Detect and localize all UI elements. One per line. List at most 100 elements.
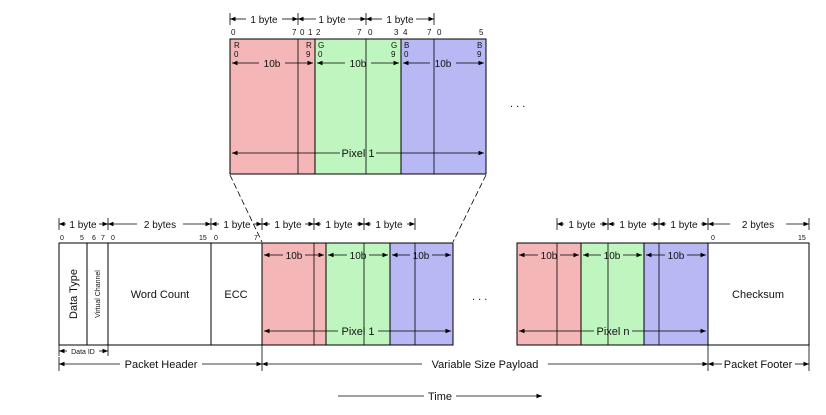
footer-byte-dimension: 2 bytes: [708, 218, 810, 231]
zoom-ellipsis: . . .: [510, 98, 525, 110]
ecc-label: ECC: [224, 289, 247, 301]
width-label: 10b: [350, 59, 367, 70]
component-label: 9: [477, 50, 482, 59]
width-label: 10b: [286, 251, 303, 262]
payload-red-block: [516, 242, 582, 346]
ecc-field: [210, 242, 263, 346]
header-byte-dimensions: 1 byte 2 bytes 1 byte: [58, 218, 263, 231]
bit-number: 0: [111, 235, 115, 242]
pixel-last-label: Pixel n: [596, 326, 629, 338]
bit-number: 0: [231, 28, 236, 37]
data-type-field: [58, 242, 88, 346]
bit-number: 6: [92, 235, 96, 242]
component-label: 0: [234, 50, 239, 59]
data-id-label: Data ID: [71, 349, 95, 356]
bit-number: 0: [711, 235, 715, 242]
component-label: G: [391, 41, 397, 50]
data-type-label: Data Type: [68, 269, 80, 319]
zoom-width-dimensions: 10b 10b 10b: [232, 59, 484, 70]
component-label: 0: [318, 50, 323, 59]
component-label: 0: [404, 50, 409, 59]
payload-left-byte-dimensions: 1 byte 1 byte 1 byte: [262, 218, 416, 231]
footer-byte-label: 2 bytes: [742, 220, 774, 231]
blue-component-block: [400, 38, 487, 175]
payload-right-width-dimensions: 10b 10b 10b: [519, 251, 706, 262]
bit-number: 15: [199, 235, 207, 242]
component-label: R: [306, 41, 312, 50]
payload-byte-label: 1 byte: [274, 220, 302, 231]
zoom-byte-label-3: 1 byte: [386, 15, 414, 26]
virtual-channel-label: Virtual Channel: [95, 270, 102, 318]
payload-byte-label: 1 byte: [670, 220, 698, 231]
bit-number: 0: [368, 28, 373, 37]
width-label: 10b: [604, 251, 621, 262]
bit-number: 4: [403, 28, 408, 37]
payload-byte-label: 1 byte: [375, 220, 403, 231]
width-label: 10b: [350, 251, 367, 262]
width-label: 10b: [668, 251, 685, 262]
component-label: 9: [391, 50, 396, 59]
component-label: 9: [306, 50, 311, 59]
component-label: G: [318, 41, 324, 50]
zoom-connector: [229, 174, 263, 243]
packet-footer-label: Packet Footer: [724, 359, 793, 371]
payload-byte-label: 1 byte: [325, 220, 353, 231]
bit-number: 7: [101, 235, 105, 242]
checksum-field: [707, 242, 810, 346]
component-labels: R 0 R 9 G 0 G 9 B 0 B 9: [234, 41, 482, 59]
width-label: 10b: [413, 251, 430, 262]
word-count-label: Word Count: [131, 289, 190, 301]
payload-blue-block: [643, 242, 709, 346]
bit-number: 0: [214, 235, 218, 242]
payload-green-block: [580, 242, 645, 346]
payload-left-width-dimensions: 10b 10b 10b: [264, 251, 451, 262]
width-label: 10b: [541, 251, 558, 262]
bit-number: 7: [427, 28, 432, 37]
bit-number: 7: [357, 28, 362, 37]
bit-number: 0: [60, 235, 64, 242]
bit-number: 2: [316, 28, 321, 37]
checksum-label: Checksum: [732, 289, 784, 301]
time-label: Time: [428, 391, 452, 403]
header-byte-label: 2 bytes: [144, 220, 176, 231]
payload-byte-label: 1 byte: [568, 220, 596, 231]
zoom-byte-label-1: 1 byte: [250, 15, 278, 26]
word-count-field: [107, 242, 212, 346]
zoom-bit-numbers: 0 7 0 1 2 7 0 3 4 7 0 5: [231, 28, 484, 37]
green-component-block: [314, 38, 402, 175]
zoom-pixel-label: Pixel 1: [341, 148, 374, 160]
payload-red-block: [261, 242, 327, 346]
bit-number: 1: [308, 28, 313, 37]
bit-number: 3: [394, 28, 399, 37]
width-label: 10b: [435, 59, 452, 70]
header-byte-label: 1 byte: [223, 220, 251, 231]
bit-number: 7: [292, 28, 297, 37]
component-label: R: [234, 41, 240, 50]
bit-number: 0: [300, 28, 305, 37]
payload-green-block: [325, 242, 391, 346]
variable-payload-label: Variable Size Payload: [432, 359, 539, 371]
bit-number: 5: [479, 28, 484, 37]
packet-header-label: Packet Header: [125, 359, 198, 371]
component-label: B: [477, 41, 482, 50]
packet: 1 byte 2 bytes 1 byte 0 5 6 7 0 5 0 1 0 …: [58, 218, 810, 403]
pixel-first-label: Pixel 1: [341, 326, 374, 338]
width-label: 10b: [264, 59, 281, 70]
component-label: B: [404, 41, 409, 50]
zoom-connector: [452, 174, 487, 243]
payload-blue-block: [389, 242, 454, 346]
bit-number: 7: [254, 235, 258, 242]
zoomed-pixel: 1 byte 1 byte 1 byte 0 7 0 1 2 7 0 3 4 7…: [229, 13, 525, 175]
bit-number: 15: [798, 235, 806, 242]
header-byte-label: 1 byte: [69, 220, 97, 231]
bit-number: 0: [437, 28, 442, 37]
section-dimensions: Packet Header Variable Size Payload Pack…: [58, 345, 810, 371]
zoom-byte-dimensions: 1 byte 1 byte 1 byte: [229, 13, 435, 26]
payload-right-byte-dimensions: 1 byte 1 byte 1 byte: [556, 218, 709, 231]
zoom-byte-label-2: 1 byte: [318, 15, 346, 26]
payload-ellipsis: . . .: [472, 291, 487, 303]
payload-byte-label: 1 byte: [619, 220, 647, 231]
bit-number: 5: [80, 235, 84, 242]
